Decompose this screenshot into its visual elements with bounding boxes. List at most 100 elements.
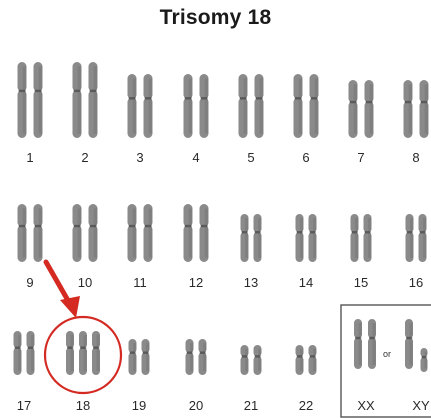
chromosome-label-2: 2	[81, 150, 88, 165]
chromosome-17	[13, 331, 35, 375]
chromosome-label-16: 16	[409, 275, 423, 290]
chromosome-12	[183, 204, 209, 262]
chromosome-label-17: 17	[17, 398, 31, 413]
centromere	[200, 224, 208, 228]
chromatid-shade	[83, 335, 87, 371]
chromatid-shade	[423, 218, 427, 258]
chromatid	[419, 80, 429, 138]
page-title: Trisomy 18	[159, 6, 272, 29]
centromere	[34, 224, 42, 228]
chromosome-14	[295, 214, 317, 262]
centromere	[309, 355, 316, 358]
chromatid-shade	[38, 66, 43, 134]
chromatid	[418, 214, 427, 262]
centromere	[67, 346, 73, 349]
chromatid-shade	[203, 343, 207, 371]
xx-label: XX	[357, 398, 375, 413]
chromatid-shade	[408, 84, 413, 134]
centromere	[296, 355, 303, 358]
chromatid-shade	[424, 351, 428, 369]
centromere	[369, 336, 375, 340]
centromere	[18, 224, 26, 228]
centromere	[254, 355, 261, 358]
chromatid	[128, 339, 137, 375]
xy-label: XY	[412, 398, 430, 413]
chromosome-label-4: 4	[192, 150, 199, 165]
chromatid	[72, 204, 82, 262]
chromosome-label-9: 9	[26, 275, 33, 290]
centromere	[255, 97, 263, 100]
chromatid-shade	[93, 208, 98, 258]
chromatid	[403, 80, 413, 138]
chromosome-21	[240, 345, 262, 375]
chromatid-shade	[204, 208, 209, 258]
chromatid	[88, 204, 98, 262]
sex-chromosome-layer	[354, 319, 428, 373]
chromatid	[13, 331, 22, 375]
chromatid	[92, 331, 100, 375]
chromatid	[253, 345, 262, 375]
chromatid	[141, 339, 150, 375]
chromosome-label-3: 3	[136, 150, 143, 165]
chromatid-shade	[96, 335, 100, 371]
centromere	[365, 100, 373, 104]
chromosome-label-13: 13	[244, 275, 258, 290]
centromere	[310, 97, 318, 100]
centromere	[186, 351, 193, 354]
centromere	[294, 97, 302, 100]
chromatid-shade	[132, 78, 137, 134]
chromatid-shade	[38, 208, 43, 258]
chromatid-shade	[146, 343, 150, 371]
chromatid	[33, 204, 43, 262]
chromatid	[364, 80, 374, 138]
chromatid-shade	[204, 78, 209, 134]
chromatid	[363, 214, 372, 262]
centromere	[27, 346, 34, 349]
chromatid	[368, 319, 376, 369]
chromosome-13	[240, 214, 262, 262]
centromere	[89, 89, 97, 93]
centromere	[128, 97, 136, 100]
chromatid-shade	[77, 208, 82, 258]
chromatid-shade	[409, 323, 413, 365]
chromatid	[295, 214, 304, 262]
chromatid-shade	[22, 208, 27, 258]
centromere	[349, 100, 357, 104]
chromatid-shade	[372, 323, 376, 365]
chromosome-20	[185, 339, 207, 375]
chromatid-shade	[313, 349, 317, 371]
centromere	[200, 97, 208, 100]
chromatid	[354, 319, 362, 369]
chromatid-shade	[355, 218, 359, 258]
chromatid-shade	[313, 218, 317, 258]
chromosome-label-18: 18	[76, 398, 90, 413]
chromosome-5	[238, 74, 264, 138]
chromatid	[308, 214, 317, 262]
chromosome-2	[72, 62, 98, 138]
chromatid-shade	[410, 218, 414, 258]
chromosome-15	[350, 214, 372, 262]
chromatid-shade	[188, 208, 193, 258]
chromatid	[240, 214, 249, 262]
centromere	[18, 89, 26, 93]
centromere	[421, 355, 427, 359]
chromosome-label-14: 14	[299, 275, 313, 290]
chromatid-shade	[300, 349, 304, 371]
chromosome-label-1: 1	[26, 150, 33, 165]
chromatid	[348, 80, 358, 138]
centromere	[239, 97, 247, 100]
chromatid-shade	[245, 218, 249, 258]
chromatid-shade	[258, 218, 262, 258]
chromatid	[88, 62, 98, 138]
chromatid-shade	[190, 343, 194, 371]
chromatid	[350, 214, 359, 262]
centromere	[89, 224, 97, 228]
chromatid-shade	[368, 218, 372, 258]
chromatid-shade	[22, 66, 27, 134]
centromere	[420, 100, 428, 104]
chromosome-8	[403, 80, 429, 138]
chromosome-label-20: 20	[189, 398, 203, 413]
chromatid-shade	[298, 78, 303, 134]
chromatid-shade	[148, 208, 153, 258]
